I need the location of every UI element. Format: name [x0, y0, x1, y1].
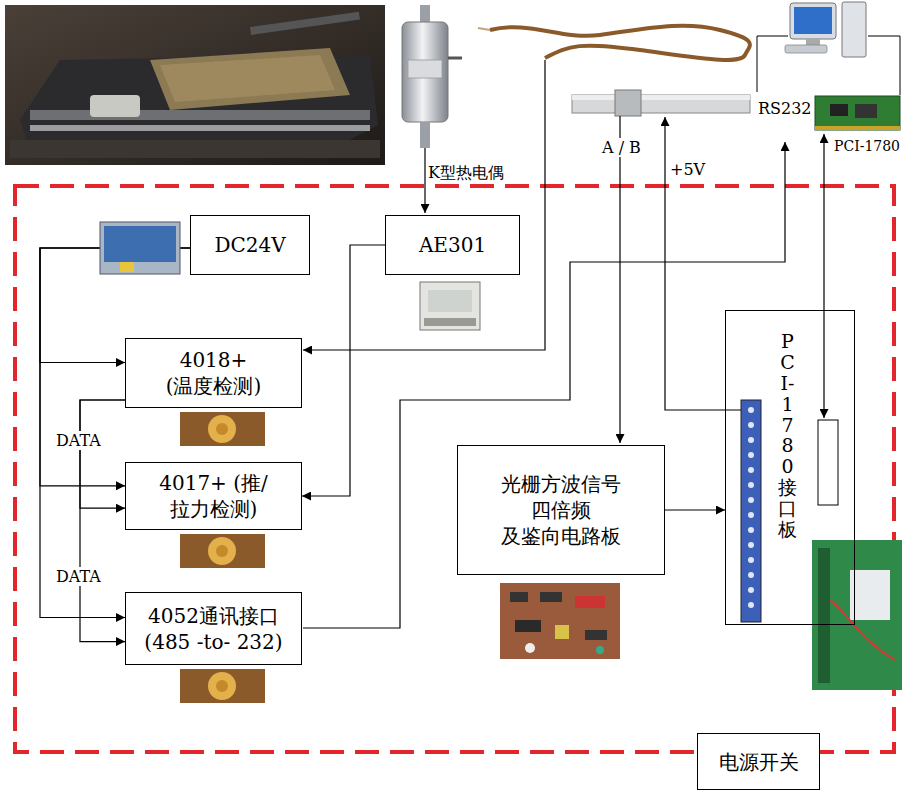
port-label: RS232: [758, 99, 812, 118]
module-picture: [180, 412, 265, 446]
transmitter-picture: [420, 282, 480, 330]
bus-label: DATA: [54, 567, 103, 586]
sensor-label: K型热电偶: [428, 163, 504, 182]
signal-label: +5V: [670, 160, 705, 179]
node-text: 电源开关: [719, 749, 799, 775]
module-picture: [180, 534, 265, 568]
node-text: DC24V: [214, 232, 285, 258]
thermocouple-picture: [478, 26, 750, 60]
card-label: PCI-1780: [834, 138, 900, 155]
power-supply-picture: [100, 222, 180, 274]
connector-slot: [818, 420, 838, 505]
connector-line: [40, 248, 190, 618]
signal-wire: [823, 134, 824, 418]
connector-line: [80, 400, 125, 508]
signal-label: A / B: [600, 138, 643, 157]
terminal-strip-picture: [741, 400, 761, 622]
node-text: PCI-1780接口板: [778, 331, 797, 540]
signal-wire: [424, 148, 425, 213]
circuit-board-picture: [500, 583, 620, 659]
interface-board-box: PCI-1780接口板: [725, 310, 855, 625]
switch-box: 电源开关: [697, 733, 820, 790]
signal-wire: [303, 60, 545, 350]
module-box: 4017+ (推/拉力检测): [125, 462, 302, 530]
signal-wire: [619, 116, 620, 443]
connector-line: [302, 245, 385, 496]
bus-label: DATA: [54, 431, 103, 450]
node-text: 光栅方波信号 四倍频 及鉴向电路板: [486, 471, 636, 549]
node-text: 4017+ (推/拉力检测): [136, 470, 291, 522]
terminal-board-picture: [812, 540, 902, 690]
pci-card-picture: [815, 96, 900, 130]
signal-wire: [665, 117, 741, 410]
computer-picture: [757, 2, 900, 95]
dashed-region: [15, 186, 894, 752]
node-text: 4018+ (温度检测): [149, 347, 279, 399]
connector-line: [665, 509, 725, 510]
circuit-box: 光栅方波信号 四倍频 及鉴向电路板: [457, 445, 665, 575]
signal-wire: [303, 142, 785, 628]
transmitter-box: AE301: [385, 215, 520, 275]
module-box: 4052通讯接口 (485 -to- 232): [125, 592, 302, 665]
power-box: DC24V: [190, 215, 310, 275]
node-text: 4052通讯接口 (485 -to- 232): [136, 603, 291, 655]
machine-photo: [5, 5, 385, 165]
grating-scale-picture: [572, 90, 750, 116]
node-text: AE301: [419, 232, 486, 258]
load-cell-picture: [402, 5, 462, 148]
module-picture: [180, 669, 265, 703]
module-box: 4018+ (温度检测): [125, 338, 302, 408]
